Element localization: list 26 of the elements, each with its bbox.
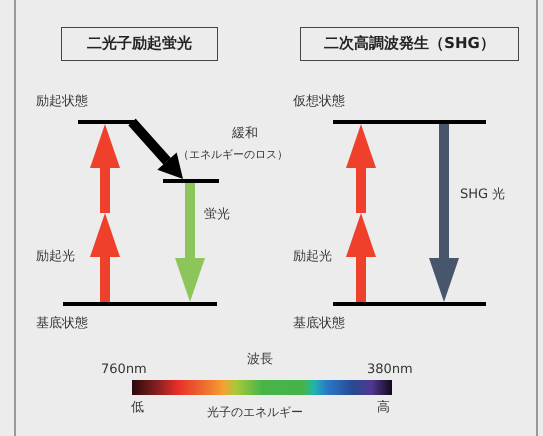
axis-label: 光子のエネルギー <box>207 404 303 420</box>
edge-label: 励起光 <box>36 249 75 265</box>
heading-box: 二次高調波発生（SHG） <box>300 27 519 61</box>
scale-end-label: 高 <box>377 400 390 416</box>
axis-label: 波長 <box>247 352 273 368</box>
energy-level <box>36 302 217 332</box>
energy-level <box>36 94 134 124</box>
heading-box: 二光子励起蛍光 <box>61 27 218 61</box>
energy-level <box>293 94 486 124</box>
arrow <box>90 124 120 302</box>
level-label: 励起状態 <box>36 94 88 110</box>
edge-label: SHG 光 <box>460 187 506 203</box>
level-label: 基底状態 <box>36 316 88 332</box>
scale-value: 380nm <box>367 362 413 378</box>
edge-label: 蛍光 <box>204 207 230 223</box>
edge-label: 励起光 <box>293 249 332 265</box>
level-label: 基底状態 <box>293 316 345 332</box>
energy-level <box>293 302 486 332</box>
arrow <box>175 183 205 302</box>
level-label: 仮想状態 <box>293 94 345 110</box>
arrow <box>346 124 376 302</box>
scale-value: 760nm <box>101 362 147 378</box>
note: （エネルギーのロス） <box>178 147 288 163</box>
arrow <box>429 124 459 302</box>
scale-end-label: 低 <box>131 400 144 416</box>
edge-label: 緩和 <box>232 126 258 142</box>
